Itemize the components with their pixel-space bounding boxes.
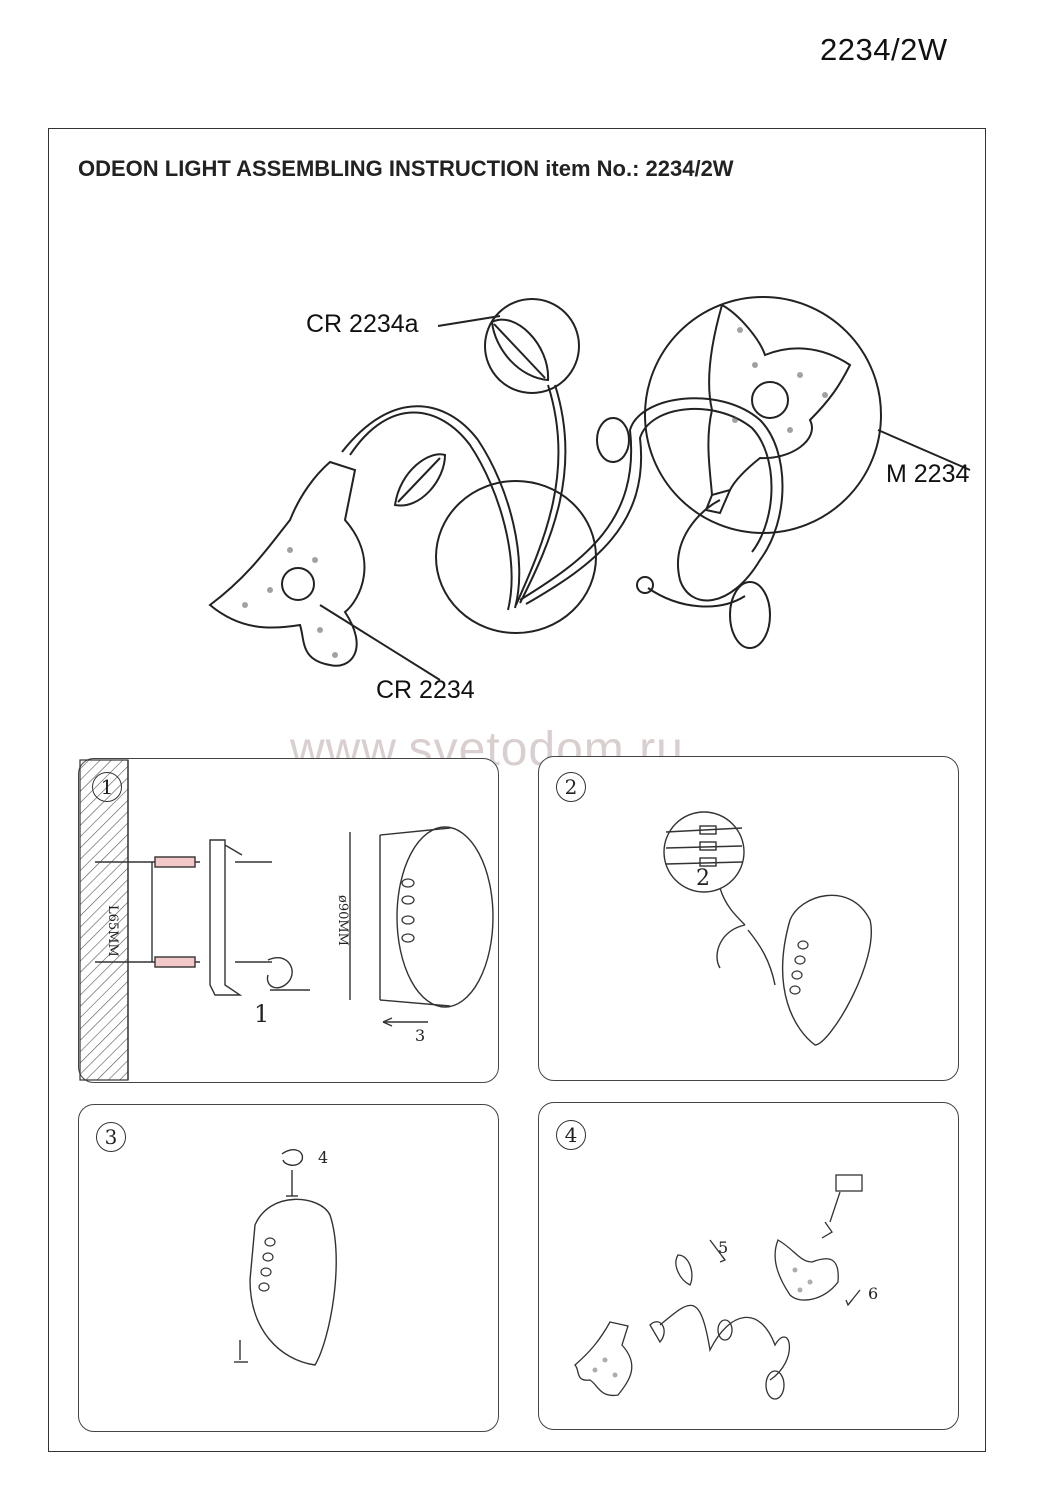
ornament-oval-2 bbox=[729, 581, 771, 649]
step-4-callout-a: 5 bbox=[718, 1238, 729, 1257]
center-stem bbox=[515, 384, 560, 606]
instruction-title: ODEON LIGHT ASSEMBLING INSTRUCTION item … bbox=[78, 156, 734, 181]
left-arm bbox=[349, 411, 513, 611]
left-shade bbox=[208, 460, 366, 667]
step-3-callout: 4 bbox=[318, 1148, 329, 1167]
step-panel-4 bbox=[538, 1102, 959, 1430]
step-2-callout: 2 bbox=[696, 866, 710, 891]
step-badge-2: 2 bbox=[556, 772, 586, 802]
step-1-callout-b: 3 bbox=[415, 1026, 426, 1045]
step-1-callout-a: 1 bbox=[254, 1000, 270, 1028]
step-4-callout-b: 6 bbox=[868, 1284, 879, 1303]
leader-cr2234 bbox=[319, 604, 441, 681]
callout-shade: CR 2234 bbox=[376, 676, 475, 704]
instruction-frame bbox=[48, 128, 986, 1452]
ornament-oval bbox=[596, 417, 630, 463]
small-leaf bbox=[393, 453, 447, 507]
wall-plate bbox=[435, 480, 597, 634]
document-code: 2234/2W bbox=[820, 32, 948, 67]
step-badge-1: 1 bbox=[92, 772, 122, 802]
step-panel-3 bbox=[78, 1104, 499, 1432]
shade-callout-circle bbox=[644, 296, 882, 534]
step-panel-1 bbox=[78, 758, 499, 1083]
step-badge-3: 3 bbox=[96, 1122, 126, 1152]
step-badge-4: 4 bbox=[556, 1120, 586, 1150]
right-arm bbox=[519, 397, 784, 602]
step-panel-2 bbox=[538, 756, 959, 1081]
leader-m2234 bbox=[877, 429, 971, 471]
leaf-callout-circle bbox=[484, 298, 580, 394]
shade-closeup bbox=[707, 303, 852, 497]
main-lamp-diagram bbox=[208, 296, 971, 681]
spacing-dimension: L65MM bbox=[105, 905, 120, 957]
callout-shade-closeup: M 2234 bbox=[886, 460, 970, 488]
callout-leaf: CR 2234a bbox=[306, 310, 419, 338]
diameter-dimension: ø90MM bbox=[335, 895, 350, 946]
leader-leaf bbox=[437, 315, 501, 327]
